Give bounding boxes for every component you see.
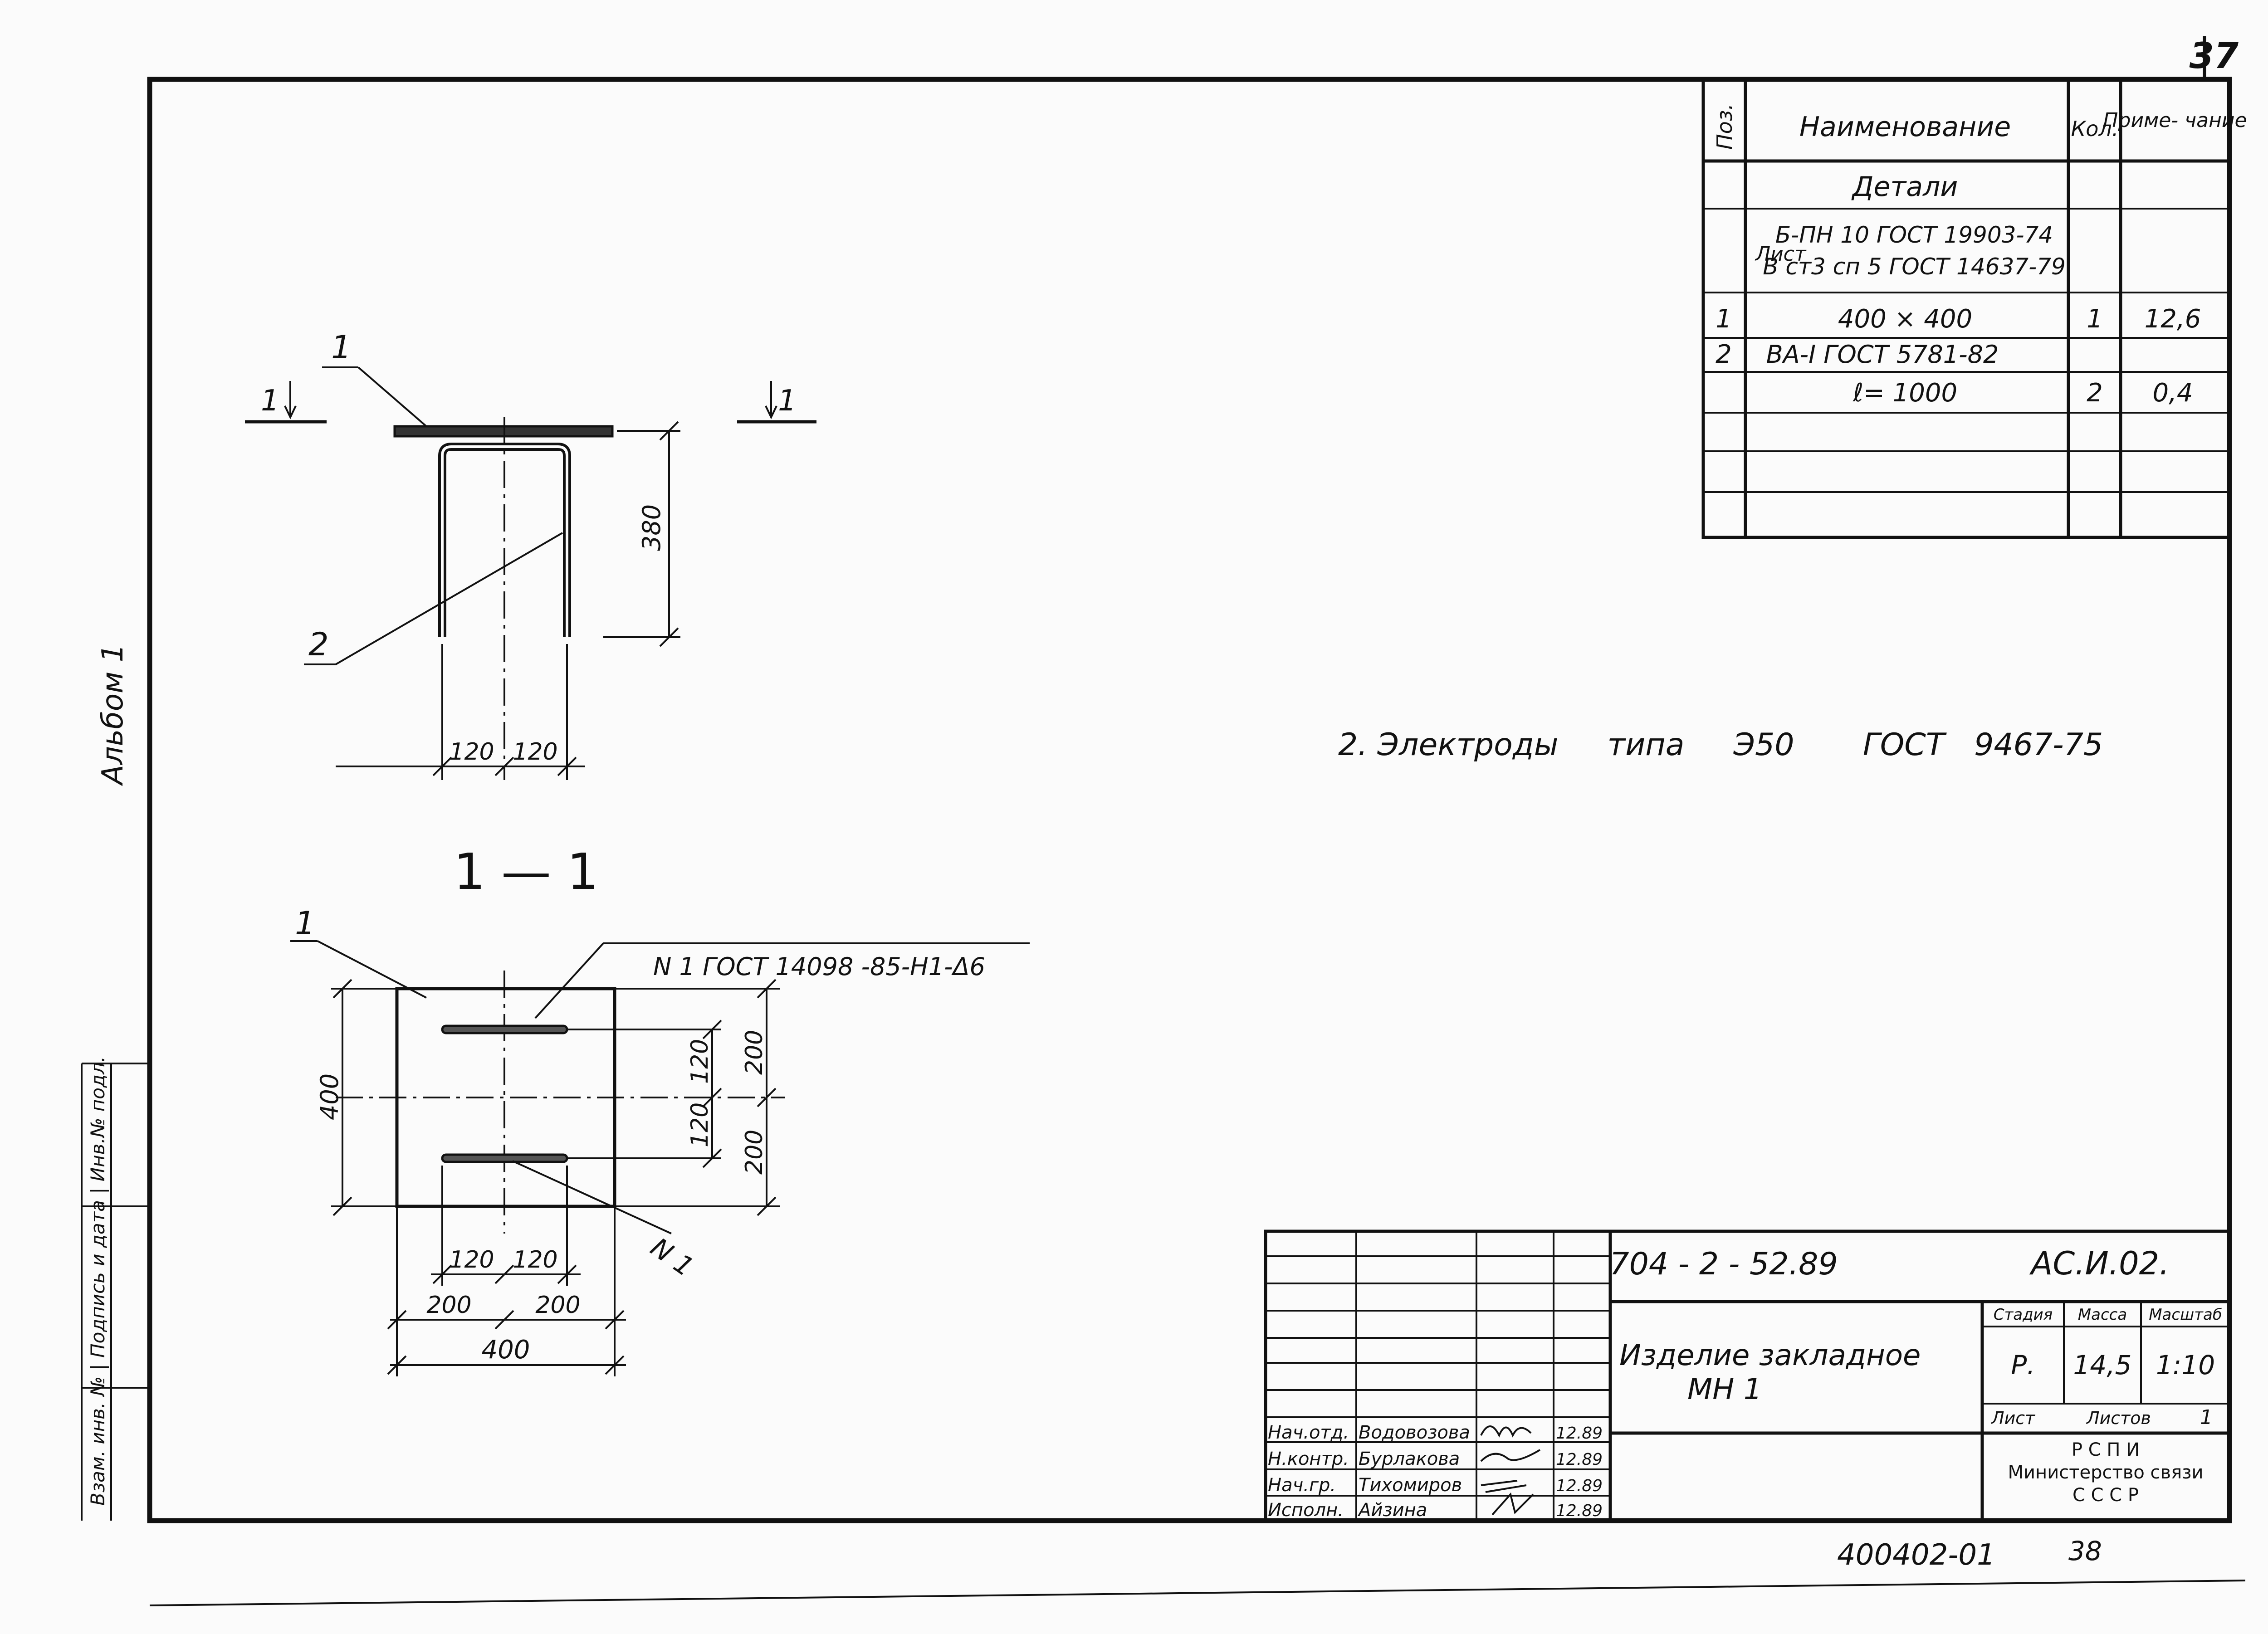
sig-name-3: Тихомиров	[1359, 1475, 1462, 1496]
section-marker-left-label: 1	[261, 384, 279, 418]
dim-elev-120-right: 120	[513, 738, 557, 766]
dim-section-bottom-120b: 120	[513, 1246, 557, 1273]
spec-row2-name: ВА-I ГОСТ 5781-82	[1766, 340, 1999, 369]
spec-row-sheet-line2: В ст3 сп 5 ГОСТ 14637-79	[1763, 254, 2066, 280]
dim-section-120-top: 120	[686, 1039, 714, 1084]
spec-row1-name: 400 × 400	[1838, 304, 1972, 334]
scale-value: 1:10	[2156, 1350, 2215, 1380]
bottom-code: 400402-01	[1837, 1538, 1995, 1572]
org-line3: С С С Р	[2072, 1485, 2139, 1506]
spec-header-pos: Поз.	[1712, 103, 1737, 150]
sig-name-4: Айзина	[1357, 1500, 1427, 1521]
weld-note: N 1 ГОСТ 14098 -85-Н1-Δ6	[653, 952, 985, 981]
sig-date-1: 12.89	[1556, 1424, 1603, 1443]
sig-role-4: Исполн.	[1268, 1500, 1344, 1521]
sig-role-1: Нач.отд.	[1268, 1422, 1349, 1443]
signature-4	[1491, 1492, 1534, 1516]
title-line1: Изделие закладное	[1619, 1339, 1921, 1372]
scale-label: Масштаб	[2149, 1306, 2222, 1324]
mass-label: Масса	[2078, 1306, 2127, 1324]
dim-height-380: 380	[637, 504, 666, 551]
dim-section-200-top: 200	[741, 1030, 768, 1075]
note-electrodes: 2. Электроды типа Э50 ГОСТ 9467-75	[1338, 727, 2103, 763]
sig-name-2: Бурлакова	[1359, 1449, 1460, 1469]
spec-row3-qty: 2	[2087, 378, 2103, 408]
rod-top-weld	[441, 1024, 568, 1034]
sheet-label: Лист	[1990, 1408, 2036, 1428]
spec-row1-qty: 1	[2087, 304, 2103, 334]
pos1-label-section: 1	[295, 905, 315, 942]
sig-date-3: 12.89	[1556, 1477, 1603, 1495]
spec-row-sheet-line1: Б-ПН 10 ГОСТ 19903-74	[1775, 222, 2053, 248]
album-label: Альбом 1	[96, 644, 130, 786]
sig-role-3: Нач.гр.	[1268, 1475, 1336, 1496]
org-line1: Р С П И	[2072, 1439, 2140, 1460]
sheet-number: 37	[2189, 36, 2239, 77]
sig-date-2: 12.89	[1556, 1450, 1603, 1469]
spec-header-name: Наименование	[1799, 111, 2011, 143]
title-block: 704 - 2 - 52.89 АС.И.02. Изделие закладн…	[1264, 1229, 2231, 1522]
dim-section-400: 400	[315, 1073, 344, 1120]
sheets-label: Листов	[2086, 1408, 2151, 1428]
spec-row3-note: 0,4	[2152, 378, 2193, 408]
spec-row1-pos: 1	[1716, 304, 1732, 334]
sig-name-1: Водовозова	[1359, 1422, 1470, 1443]
dim-section-bottom-120a: 120	[449, 1246, 494, 1273]
section-marker-right-label: 1	[778, 384, 797, 418]
section-view: 1 N 1 ГОСТ 14098 -85-Н1-Δ6 N 1 400 120 1…	[290, 905, 1030, 1376]
weld-label: N 1	[645, 1232, 699, 1283]
mass-value: 14,5	[2073, 1350, 2131, 1380]
bottom-page: 38	[2068, 1536, 2102, 1566]
side-stamp-text: Взам. инв. № | Подпись и дата | Инв.№ по…	[87, 1056, 109, 1506]
signature-2	[1480, 1449, 1541, 1462]
spec-header-note: Приме- чание	[2103, 109, 2247, 132]
dim-section-120-bottom: 120	[686, 1102, 714, 1147]
pos1-label-elevation: 1	[331, 329, 352, 366]
elevation-view: 1 1 1 2 380 120 120	[245, 329, 816, 780]
org-line2: Министерство связи	[2008, 1462, 2204, 1483]
signature-1	[1480, 1425, 1532, 1438]
spec-row1-note: 12,6	[2145, 304, 2201, 334]
sheets-value: 1	[2200, 1406, 2213, 1429]
stage-value: Р.	[2011, 1350, 2035, 1380]
side-stamp: Взам. инв. № | Подпись и дата | Инв.№ по…	[81, 1056, 150, 1521]
spec-row3-name: ℓ= 1000	[1853, 378, 1957, 408]
pos2-label-elevation: 2	[308, 626, 329, 663]
stage-label: Стадия	[1994, 1306, 2053, 1324]
sig-role-2: Н.контр.	[1268, 1449, 1349, 1469]
scan-edge-line	[149, 1580, 2246, 1606]
dim-elev-120-left: 120	[449, 738, 494, 766]
spec-header-qty: Кол.	[2071, 117, 2119, 141]
dim-section-bottom-200b: 200	[535, 1292, 580, 1319]
sig-date-4: 12.89	[1556, 1502, 1603, 1520]
title-line2: МН 1	[1687, 1373, 1762, 1406]
dim-section-200-bottom: 200	[741, 1130, 768, 1175]
spec-table: Поз. Наименование Кол. Приме- чание Дета…	[1701, 78, 2247, 539]
sheet-code: АС.И.02.	[2029, 1245, 2170, 1282]
dim-section-bottom-200a: 200	[426, 1292, 471, 1319]
spec-row-details: Детали	[1851, 171, 1958, 203]
rod-bottom-weld	[441, 1153, 568, 1163]
doc-code: 704 - 2 - 52.89	[1609, 1246, 1838, 1282]
spec-row-sheet-prefix: Лист	[1755, 243, 1807, 266]
section-title: 1 — 1	[454, 843, 599, 901]
dim-section-bottom-400: 400	[482, 1335, 530, 1365]
drawing-frame	[147, 77, 2232, 1523]
spec-row2-pos: 2	[1716, 340, 1732, 369]
signature-3	[1481, 1480, 1527, 1493]
